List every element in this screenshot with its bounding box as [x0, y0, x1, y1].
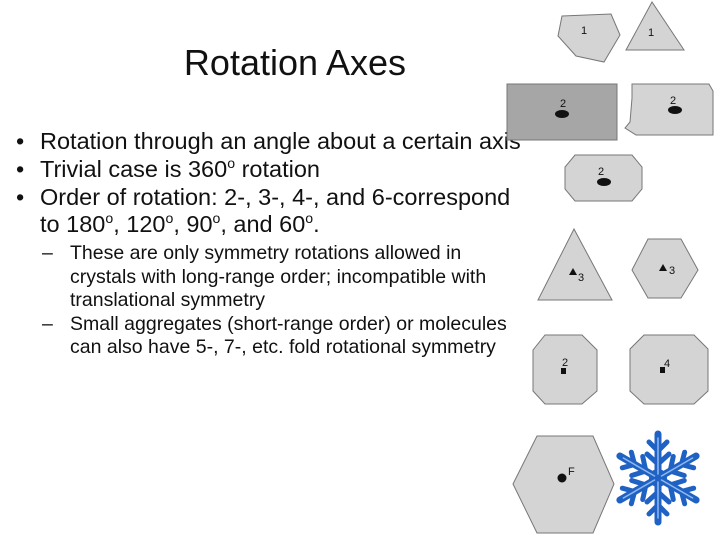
shape-label: 1	[648, 27, 654, 39]
shape-label: 1	[581, 25, 587, 37]
bullet-order-of-rotation: Order of rotation: 2-, 3-, 4-, and 6-cor…	[12, 184, 532, 238]
triangle-3-fold: 3	[537, 227, 613, 301]
slide-title: Rotation Axes	[183, 42, 407, 83]
bullet-list: Rotation through an angle about a certai…	[12, 128, 532, 360]
shape-label: F	[568, 466, 575, 478]
shape-label: 2	[562, 357, 568, 369]
triangle-1-fold: 1	[625, 1, 685, 51]
bullet-text: Rotation through an angle about a certai…	[40, 128, 521, 154]
bullet-rotation-definition: Rotation through an angle about a certai…	[12, 128, 532, 155]
bullet-trivial-case: Trivial case is 360o rotation	[12, 156, 532, 183]
polygon-1-fold: 1	[557, 13, 621, 63]
shape-label: 3	[669, 265, 675, 277]
shape-label: 2	[670, 95, 676, 107]
octagon-2-fold: 2	[564, 154, 643, 202]
sub-bullet-list: – These are only symmetry rotations allo…	[12, 242, 532, 360]
octagon-2-fold-square: 2	[532, 334, 598, 405]
notched-rectangle-2-fold: 2	[624, 83, 714, 136]
octagon-4-fold: 4	[629, 334, 709, 405]
hexagon-3-fold: 3	[631, 238, 699, 299]
shape-label: 2	[598, 166, 604, 178]
shape-label: 3	[578, 272, 584, 284]
sub-bullet-small-aggregates: – Small aggregates (short-range order) o…	[42, 312, 507, 359]
shape-label: 4	[664, 358, 670, 370]
rectangle-2-fold: 2	[506, 83, 618, 141]
sub-bullet-crystal-symmetry: – These are only symmetry rotations allo…	[42, 242, 487, 311]
shape-label: 2	[560, 98, 566, 110]
hexagon-6-fold: F	[512, 435, 615, 534]
snowflake-icon	[614, 430, 701, 522]
